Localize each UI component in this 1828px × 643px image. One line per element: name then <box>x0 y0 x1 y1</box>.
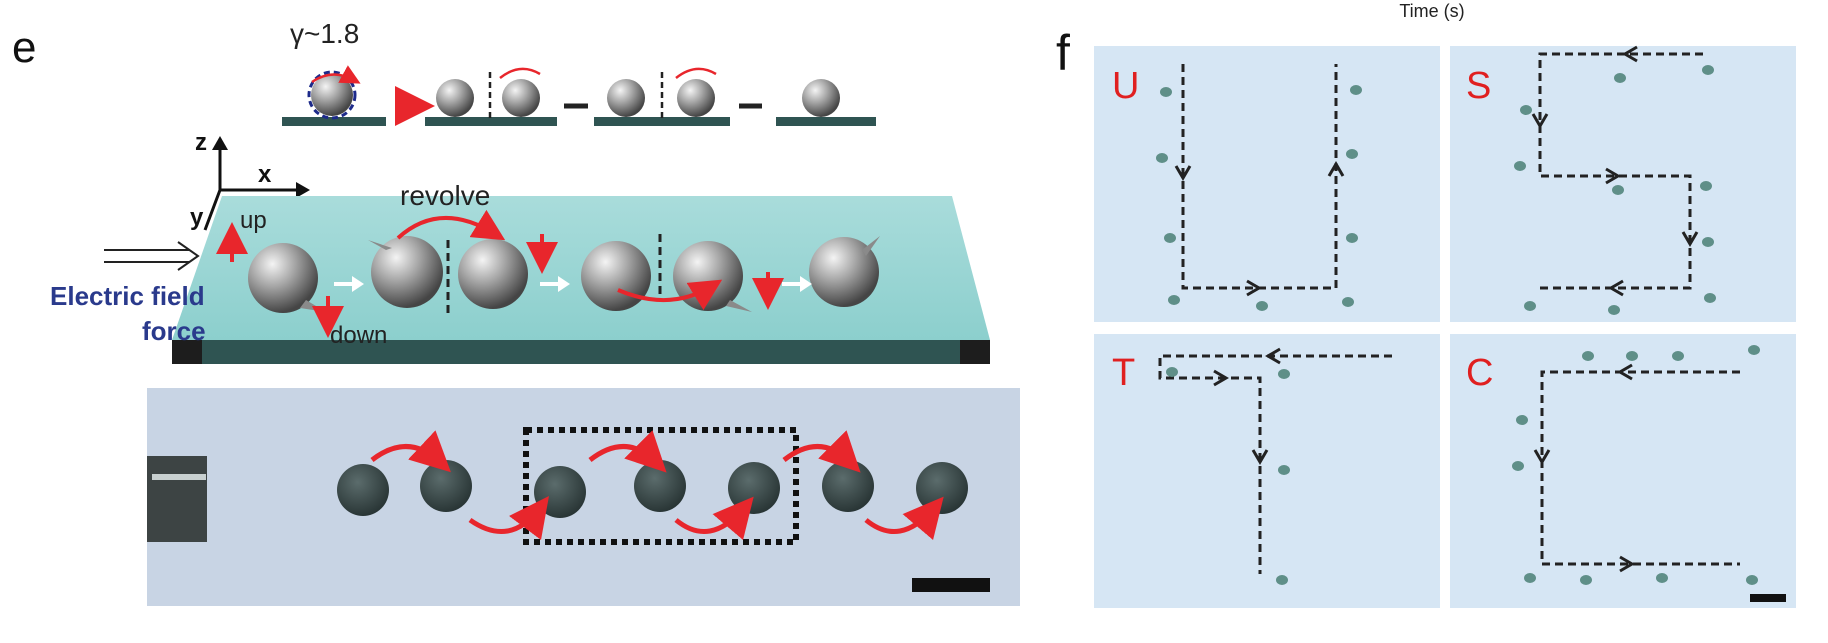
photo-strip <box>147 388 1020 606</box>
label-down: down <box>330 322 387 349</box>
tile-s <box>1450 46 1796 322</box>
label-up: up <box>240 207 267 234</box>
panel-e-label: e <box>12 23 36 72</box>
axes-icon: z x y <box>190 129 310 231</box>
letter-s: S <box>1466 65 1491 107</box>
label-revolve: revolve <box>400 180 490 211</box>
trajectory-arrowheads <box>1174 45 1699 573</box>
top-sequence <box>282 65 876 126</box>
axis-x-label: x <box>258 161 272 188</box>
letter-t: T <box>1112 352 1135 394</box>
droplet-dots <box>1156 65 1760 585</box>
motion-arrows <box>104 209 812 338</box>
tile-u <box>1094 46 1440 322</box>
glass-slab <box>172 196 990 364</box>
letter-u: U <box>1112 65 1139 107</box>
letter-c: C <box>1466 352 1493 394</box>
panel-f-label: f <box>1056 25 1070 81</box>
force-label-line1: Electric field <box>50 281 205 311</box>
tile-t <box>1094 334 1440 608</box>
force-label-line2: force <box>142 316 206 346</box>
scale-bar <box>1750 594 1786 602</box>
gamma-label: γ~1.8 <box>290 18 359 49</box>
slab-droplets <box>248 234 880 318</box>
panel-e: e γ~1.8 <box>12 18 1020 606</box>
axis-y-label: y <box>190 204 204 231</box>
tile-c <box>1450 334 1796 608</box>
header-text: Time (s) <box>1399 1 1464 21</box>
panel-f: f U S T C <box>1056 25 1796 608</box>
axis-z-label: z <box>195 129 207 156</box>
